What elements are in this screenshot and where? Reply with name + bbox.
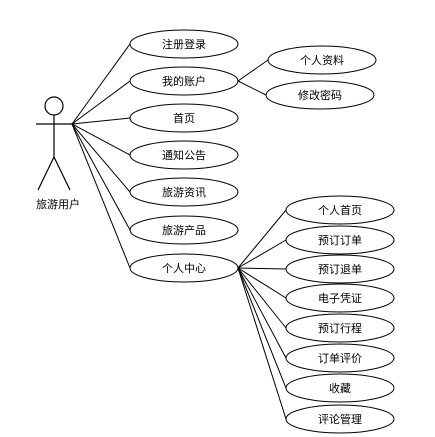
use-case-review-management: 评论管理 [285, 404, 395, 434]
edge-actor-to-register-login [71, 43, 131, 125]
edge-personal-center-to-booking-itinerary [237, 267, 287, 329]
edge-personal-center-to-e-voucher [237, 267, 287, 299]
use-case-personal-center: 个人中心 [129, 253, 239, 283]
edge-my-account-to-change-password [237, 80, 267, 96]
use-case-booking-refunds: 预订退单 [285, 254, 395, 284]
edge-actor-to-personal-center [71, 123, 131, 269]
edge-actor-to-my-account [71, 80, 131, 125]
edge-personal-center-to-booking-refunds [237, 267, 287, 270]
actor-figure: 旅游用户 [36, 96, 80, 211]
use-case-my-account: 我的账户 [129, 66, 239, 96]
use-case-home: 首页 [129, 103, 239, 133]
use-case-favorites: 收藏 [285, 373, 395, 403]
edge-personal-center-to-order-review [237, 267, 287, 359]
use-case-label: 修改密码 [298, 88, 342, 102]
edge-personal-center-to-booking-orders [237, 239, 287, 269]
use-case-label: 预订行程 [318, 322, 362, 335]
use-case-label: 个人首页 [318, 203, 362, 217]
use-case-label: 旅游产品 [162, 223, 206, 237]
use-case-label: 订单评价 [318, 352, 362, 365]
use-case-change-password: 修改密码 [265, 80, 375, 110]
use-case-profile: 个人资料 [267, 45, 377, 75]
use-case-booking-orders: 预订订单 [285, 225, 395, 255]
edge-personal-center-to-favorites [237, 267, 287, 389]
edge-actor-to-home [71, 117, 131, 125]
use-case-travel-news: 旅游资讯 [129, 177, 239, 207]
use-case-label: 旅游资讯 [162, 185, 206, 199]
nodes-layer: 注册登录 我的账户 个人资料 修改密码 首页 通知公告 [129, 29, 395, 434]
actor-label: 旅游用户 [36, 197, 80, 211]
use-case-order-review: 订单评价 [285, 343, 395, 373]
use-case-label: 我的账户 [162, 74, 206, 88]
edge-personal-center-to-review-management [237, 267, 287, 420]
use-case-e-voucher: 电子凭证 [285, 283, 395, 313]
edge-actor-to-announcements [71, 123, 131, 156]
use-case-label: 注册登录 [162, 37, 206, 51]
use-case-label: 电子凭证 [318, 291, 362, 305]
use-case-label: 评论管理 [318, 412, 362, 426]
use-case-register-login: 注册登录 [129, 29, 239, 59]
edge-actor-to-travel-products [71, 123, 131, 231]
edge-personal-center-to-personal-home [237, 209, 287, 269]
use-case-personal-home: 个人首页 [285, 195, 395, 225]
use-case-label: 通知公告 [162, 148, 206, 162]
use-case-label: 预订订单 [318, 234, 362, 247]
use-case-label: 个人中心 [162, 262, 206, 275]
use-case-label: 首页 [173, 111, 195, 125]
use-case-label: 个人资料 [300, 53, 344, 67]
use-case-announcements: 通知公告 [129, 140, 239, 170]
actor-left-leg [37, 156, 55, 191]
use-case-travel-products: 旅游产品 [129, 215, 239, 245]
edges-layer [71, 43, 287, 420]
edge-actor-to-travel-news [71, 123, 131, 193]
actor-head [44, 96, 64, 116]
use-case-label: 收藏 [329, 381, 351, 395]
use-case-booking-itinerary: 预订行程 [285, 313, 395, 343]
edge-my-account-to-profile [237, 59, 269, 82]
use-case-label: 预订退单 [318, 263, 362, 276]
actor-right-leg [53, 156, 71, 191]
